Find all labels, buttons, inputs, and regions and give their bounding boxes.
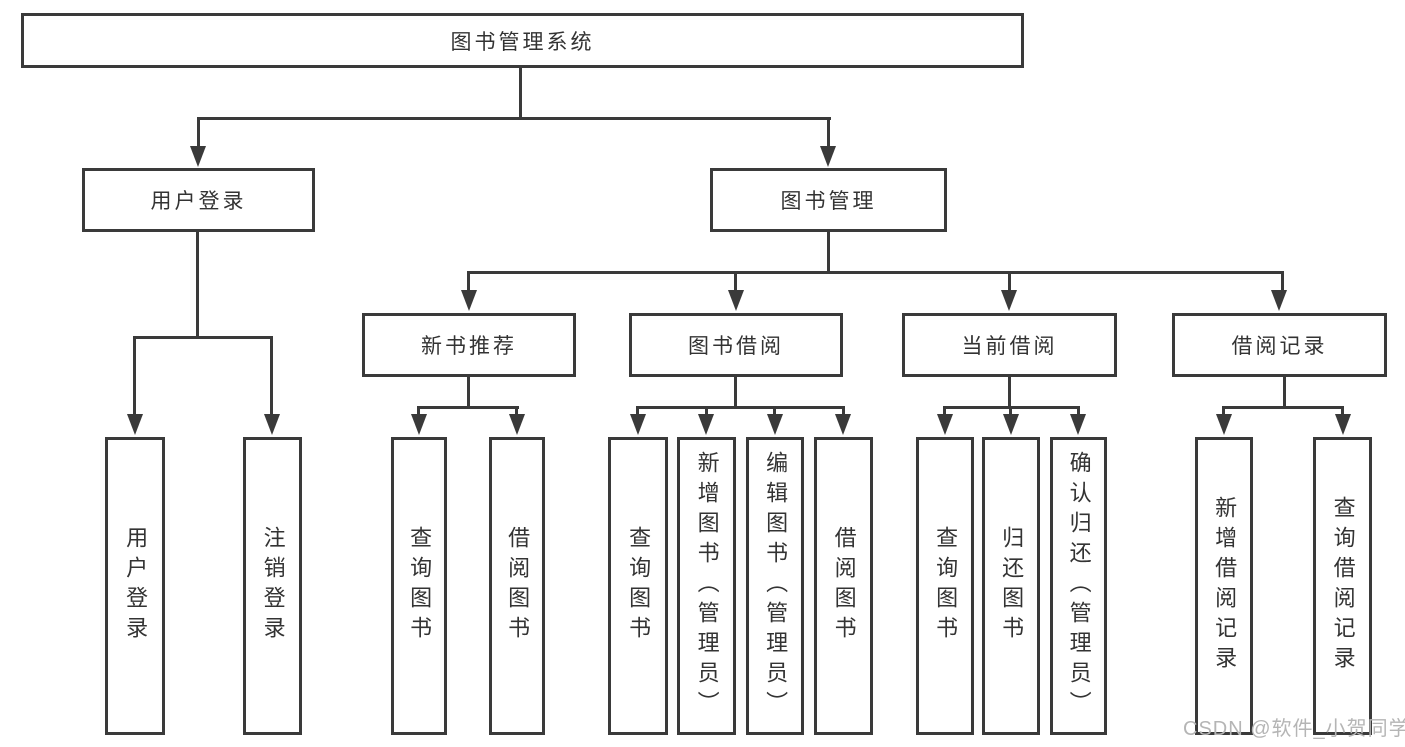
node-book-management-label: 图书管理 — [780, 190, 877, 213]
leaf-logout: 注销登录 — [243, 437, 302, 735]
arrow-down-icon — [1271, 290, 1287, 311]
arrow-down-icon — [411, 414, 427, 435]
edge-borrow-hbar — [636, 406, 845, 409]
leaf-newbook-query-label: 查询图书 — [407, 526, 433, 646]
edge-book-stem-top — [827, 117, 830, 149]
edge-leaf-stem — [1009, 406, 1012, 418]
node-new-book-recommend-label: 新书推荐 — [421, 335, 517, 358]
edge-leaf-stem — [417, 406, 420, 418]
edge-record-hbar — [1222, 406, 1344, 409]
leaf-record-query-label: 查询借阅记录 — [1330, 496, 1356, 676]
leaf-borrow-borrow-book: 借阅图书 — [814, 437, 873, 735]
arrow-down-icon — [835, 414, 851, 435]
arrow-down-icon — [728, 290, 744, 311]
leaf-logout-label: 注销登录 — [260, 526, 286, 646]
arrow-down-icon — [509, 414, 525, 435]
edge-leaf-stem — [943, 406, 946, 418]
edge-newbook-hbar — [417, 406, 519, 409]
edge-l3-stem — [734, 271, 737, 293]
node-user-login-label: 用户登录 — [150, 190, 247, 213]
node-new-book-recommend: 新书推荐 — [362, 313, 576, 377]
edge-leaf-stem — [705, 406, 708, 418]
leaf-newbook-borrow-label: 借阅图书 — [505, 526, 531, 646]
leaf-newbook-query: 查询图书 — [391, 437, 447, 735]
leaf-record-add: 新增借阅记录 — [1195, 437, 1253, 735]
arrow-down-icon — [264, 414, 280, 435]
arrow-down-icon — [190, 146, 206, 167]
leaf-user-login-label: 用户登录 — [123, 526, 149, 646]
node-borrow-record-label: 借阅记录 — [1231, 335, 1328, 358]
node-current-borrow: 当前借阅 — [902, 313, 1117, 377]
arrow-down-icon — [630, 414, 646, 435]
edge-root-stem — [519, 68, 522, 120]
node-root: 图书管理系统 — [21, 13, 1024, 68]
leaf-borrow-edit-book-label: 编辑图书（管理员） — [763, 451, 789, 721]
arrow-down-icon — [767, 414, 783, 435]
leaf-borrow-borrow-book-label: 借阅图书 — [831, 526, 857, 646]
leaf-current-query: 查询图书 — [916, 437, 974, 735]
edge-newbook-stem — [467, 377, 470, 409]
node-root-label: 图书管理系统 — [450, 30, 595, 54]
leaf-record-query: 查询借阅记录 — [1313, 437, 1372, 735]
arrow-down-icon — [461, 290, 477, 311]
edge-leaf-stem — [515, 406, 518, 418]
csdn-watermark: CSDN @软件_小贺同学 — [1183, 718, 1405, 740]
edge-user-stem-top — [197, 117, 200, 149]
arrow-down-icon — [1003, 414, 1019, 435]
leaf-borrow-add-book: 新增图书（管理员） — [677, 437, 736, 735]
leaf-record-add-label: 新增借阅记录 — [1212, 496, 1238, 676]
arrow-down-icon — [698, 414, 714, 435]
edge-leaf-stem — [1222, 406, 1225, 418]
edge-leaf-stem — [842, 406, 845, 418]
arrow-down-icon — [1001, 290, 1017, 311]
edge-user-hbar — [133, 336, 273, 339]
edge-leaf-stem — [133, 336, 136, 417]
arrow-down-icon — [1216, 414, 1232, 435]
leaf-current-query-label: 查询图书 — [933, 526, 959, 646]
arrow-down-icon — [1070, 414, 1086, 435]
leaf-current-return: 归还图书 — [982, 437, 1040, 735]
node-current-borrow-label: 当前借阅 — [961, 335, 1058, 358]
leaf-current-confirm-return-label: 确认归还（管理员） — [1066, 451, 1092, 721]
edge-leaf-stem — [636, 406, 639, 418]
leaf-current-return-label: 归还图书 — [999, 526, 1025, 646]
arrow-down-icon — [820, 146, 836, 167]
leaf-current-confirm-return: 确认归还（管理员） — [1050, 437, 1107, 735]
edge-book-hbar — [467, 271, 1284, 274]
edge-record-stem — [1283, 377, 1286, 409]
leaf-borrow-query: 查询图书 — [608, 437, 668, 735]
edge-l3-stem — [1281, 271, 1284, 293]
edge-user-stem-bottom — [196, 232, 199, 339]
leaf-newbook-borrow: 借阅图书 — [489, 437, 545, 735]
edge-leaf-stem — [1341, 406, 1344, 418]
arrow-down-icon — [937, 414, 953, 435]
edge-current-stem — [1008, 377, 1011, 409]
edge-l3-stem — [467, 271, 470, 293]
arrow-down-icon — [1335, 414, 1351, 435]
edge-l3-stem — [1008, 271, 1011, 293]
edge-leaf-stem — [270, 336, 273, 417]
leaf-user-login: 用户登录 — [105, 437, 165, 735]
edge-root-hbar — [197, 117, 831, 120]
edge-book-stem-bottom — [827, 232, 830, 274]
node-borrow-record: 借阅记录 — [1172, 313, 1387, 377]
node-book-borrow: 图书借阅 — [629, 313, 843, 377]
edge-borrow-stem — [734, 377, 737, 409]
leaf-borrow-query-label: 查询图书 — [626, 526, 652, 646]
node-book-borrow-label: 图书借阅 — [688, 335, 784, 358]
edge-leaf-stem — [1077, 406, 1080, 418]
edge-leaf-stem — [773, 406, 776, 418]
arrow-down-icon — [127, 414, 143, 435]
leaf-borrow-edit-book: 编辑图书（管理员） — [746, 437, 804, 735]
node-book-management: 图书管理 — [710, 168, 947, 232]
node-user-login: 用户登录 — [82, 168, 315, 232]
leaf-borrow-add-book-label: 新增图书（管理员） — [694, 451, 720, 721]
